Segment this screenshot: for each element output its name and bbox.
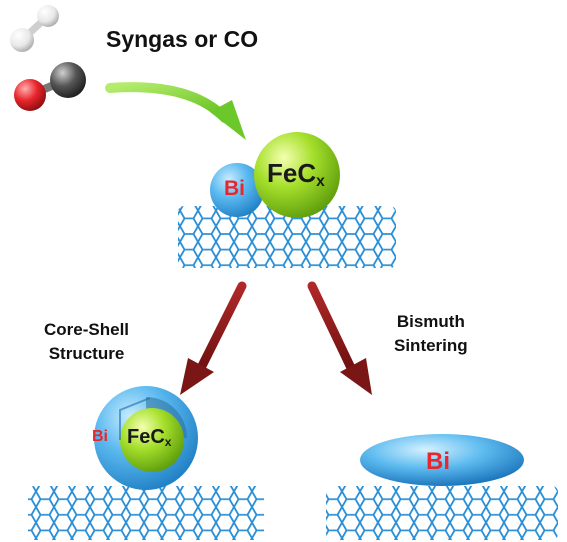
- sintering-line2: Sintering: [394, 336, 468, 355]
- arrow-to-core-shell: [180, 281, 247, 395]
- green-curved-arrow: [105, 82, 246, 140]
- core-shell-particle: [94, 386, 198, 490]
- sintered-bi-label: Bi: [426, 448, 450, 475]
- top-fec-sphere: [254, 132, 340, 218]
- top-bi-label: Bi: [224, 177, 245, 200]
- sintering-label: Bismuth Sintering: [394, 310, 468, 358]
- sintering-line1: Bismuth: [396, 312, 465, 331]
- carbon-nanotube-support-left: [28, 486, 264, 540]
- core-shell-line1: Core-Shell: [44, 320, 130, 339]
- core-shell-fec-label: FeCx: [127, 426, 171, 449]
- core-shell-fec-subscript: x: [164, 435, 172, 449]
- core-shell-fec-text: FeC: [127, 426, 165, 448]
- core-shell-label: Core-Shell Structure: [44, 318, 129, 366]
- sintered-bi-layer: [360, 434, 524, 486]
- top-fec-text: FeC: [267, 158, 317, 188]
- reactant-label: Syngas or CO: [106, 26, 259, 52]
- h2-molecule-icon: [10, 5, 59, 52]
- arrow-to-sintering: [307, 281, 372, 395]
- top-bi-sphere: [210, 163, 264, 217]
- co-molecule-icon: [14, 62, 86, 111]
- top-fec-label: FeCx: [267, 158, 325, 191]
- core-shell-line2: Structure: [48, 344, 125, 363]
- carbon-nanotube-support-right: [326, 486, 558, 540]
- core-shell-bi-label: Bi: [92, 428, 108, 445]
- top-fec-subscript: x: [316, 172, 325, 190]
